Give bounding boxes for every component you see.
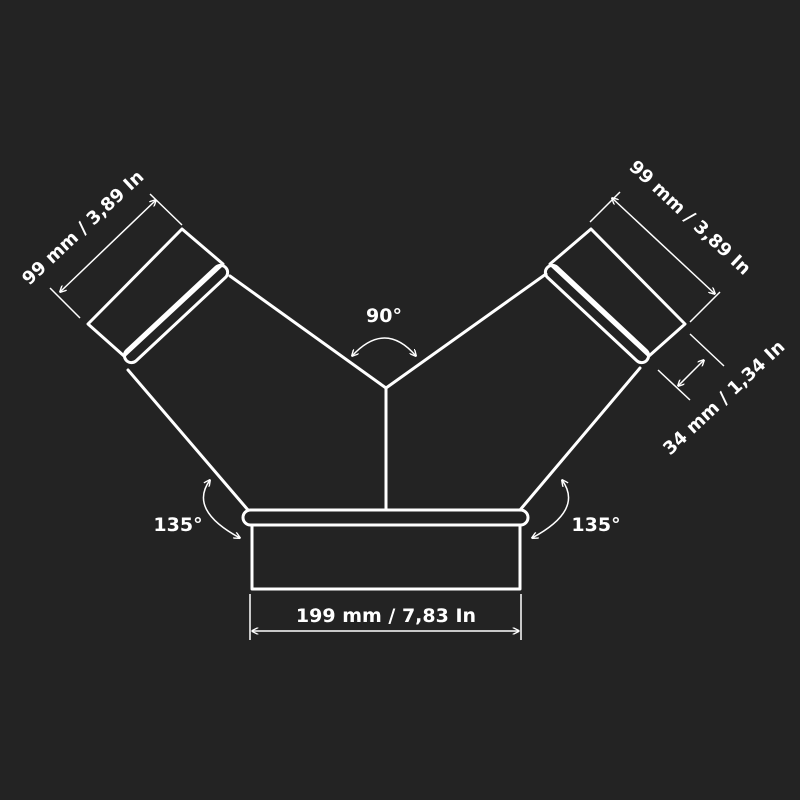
dim-left-diameter-label: 99 mm / 3,89 In: [18, 166, 148, 289]
dim-right-extension-1: [589, 191, 621, 223]
right-collar-ring: [543, 263, 651, 365]
dim-left-extension-2: [49, 287, 81, 319]
angle-arc-left: [202, 480, 240, 538]
left-end-cap: [86, 227, 225, 358]
main-collar-ring: [241, 508, 530, 527]
angle-arc-top: [352, 337, 416, 356]
dim-main-diameter-label: 199 mm / 7,83 In: [296, 605, 476, 627]
dim-collar-extension-1: [689, 333, 725, 367]
angle-label-left: 135°: [153, 514, 202, 536]
left-collar-ring: [122, 263, 230, 365]
angle-label-right: 135°: [571, 514, 620, 536]
angle-label-top: 90°: [366, 305, 402, 327]
dim-collar-extension-2: [657, 369, 691, 401]
dim-collar-line: [678, 360, 704, 386]
dim-right-diameter-line: [612, 198, 715, 294]
dim-right-diameter-label: 99 mm / 3,89 In: [625, 156, 755, 279]
dim-right-extension-2: [689, 291, 721, 323]
dim-left-diameter-line: [60, 200, 156, 292]
dim-left-extension-1: [149, 193, 183, 226]
main-pipe-body: [250, 523, 522, 591]
dim-collar-label: 34 mm / 1,34 In: [659, 336, 789, 459]
angle-arc-right: [532, 480, 570, 538]
